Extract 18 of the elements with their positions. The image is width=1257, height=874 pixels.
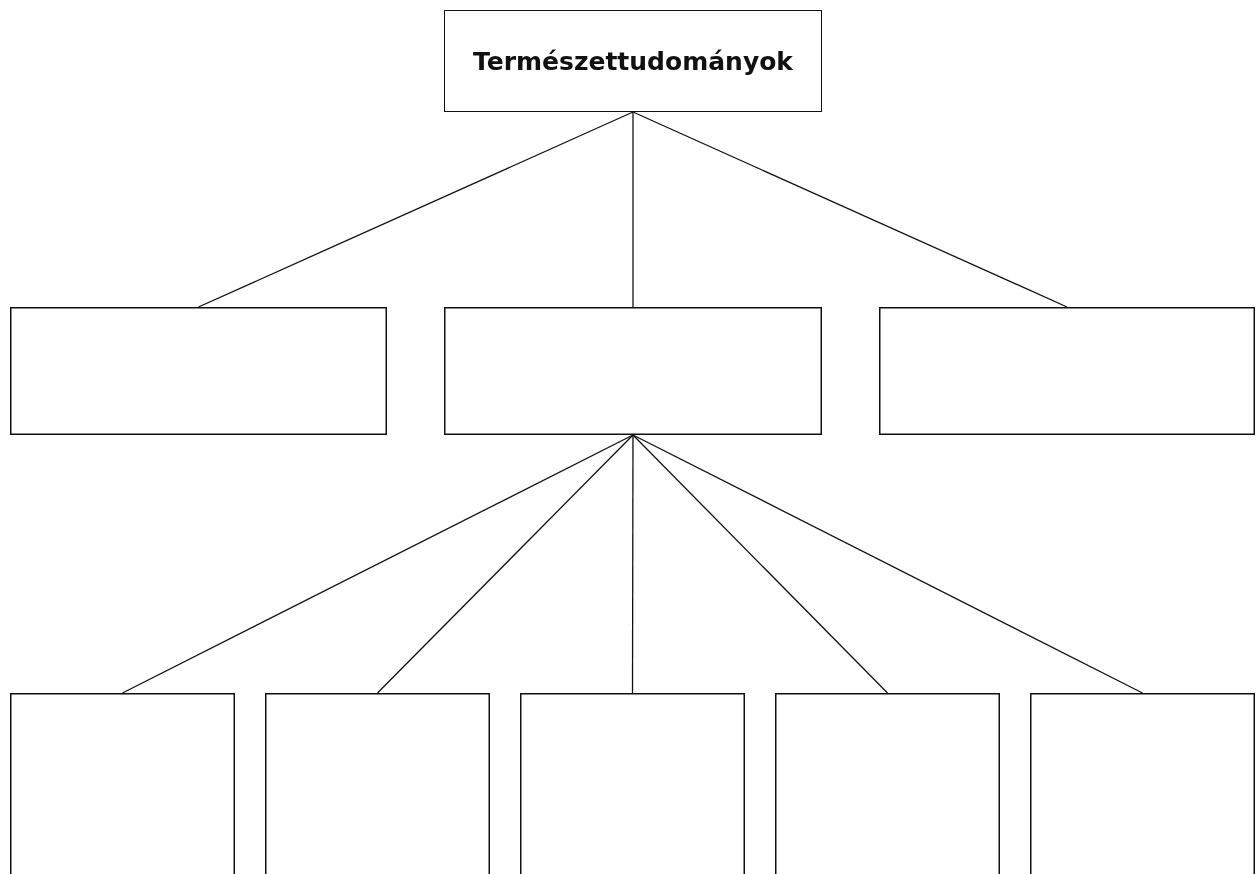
- empty-box: [1030, 693, 1255, 874]
- connector-line: [376, 434, 634, 694]
- connector-line: [632, 111, 1068, 308]
- empty-box: [265, 693, 490, 874]
- box-title: Természettudományok: [473, 46, 793, 76]
- connector-line: [632, 434, 889, 694]
- empty-box: [879, 307, 1255, 435]
- connector-line: [197, 111, 634, 308]
- category-box: [444, 10, 822, 112]
- empty-box: [10, 307, 387, 435]
- connector-line: [632, 434, 1144, 694]
- empty-box: [775, 693, 1000, 874]
- empty-box: [10, 693, 235, 874]
- empty-box: [444, 307, 822, 435]
- empty-box: [520, 693, 745, 874]
- connector-line: [121, 434, 634, 694]
- connector-line: [631, 434, 634, 694]
- connector-line: [632, 111, 634, 308]
